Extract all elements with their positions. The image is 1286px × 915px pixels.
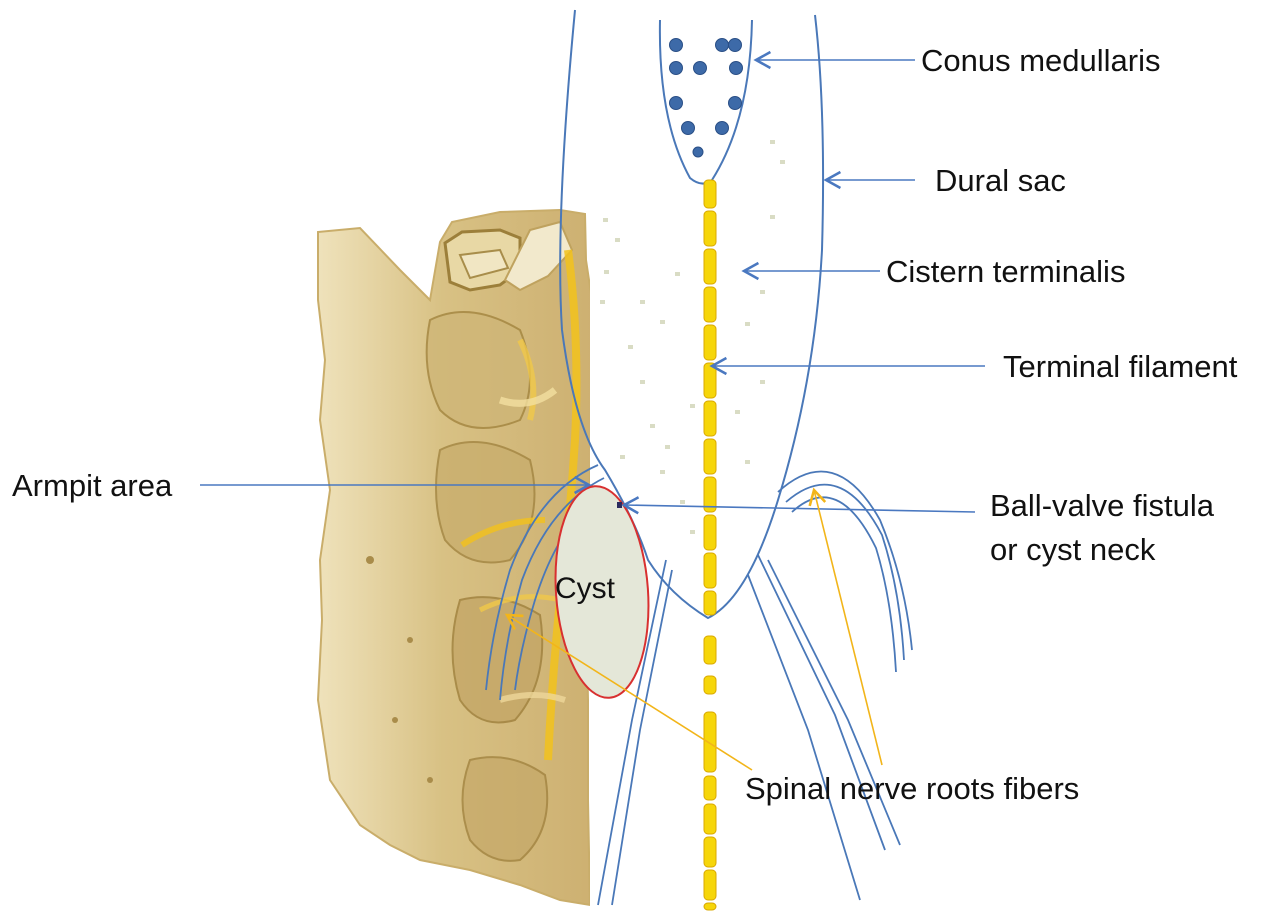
label-cistern-terminalis: Cistern terminalis xyxy=(886,254,1125,289)
csf-speckle xyxy=(603,218,608,222)
filament-segment xyxy=(704,211,716,246)
filament-segment xyxy=(704,870,716,900)
conus-dot xyxy=(729,97,742,110)
conus-dot xyxy=(694,62,707,75)
labels: Conus medullaris Dural sac Cistern termi… xyxy=(12,43,1238,806)
filament-segment xyxy=(704,249,716,284)
csf-speckle xyxy=(770,215,775,219)
filament-segment xyxy=(704,515,716,550)
terminal-filament xyxy=(704,180,716,910)
csf-speckle xyxy=(760,380,765,384)
conus-medullaris xyxy=(660,20,752,184)
filament-segment xyxy=(704,636,716,664)
csf-speckle xyxy=(665,445,670,449)
csf-speckle xyxy=(735,410,740,414)
csf-speckle xyxy=(628,345,633,349)
csf-speckle xyxy=(745,322,750,326)
label-spinal-nerve-roots: Spinal nerve roots fibers xyxy=(745,771,1079,806)
filament-segment xyxy=(704,804,716,834)
conus-dot xyxy=(693,147,703,157)
csf-speckle xyxy=(770,140,775,144)
csf-speckle xyxy=(600,300,605,304)
conus-dot xyxy=(670,97,683,110)
csf-speckle xyxy=(640,380,645,384)
conus-dot xyxy=(670,62,683,75)
csf-speckle xyxy=(780,160,785,164)
conus-dot xyxy=(729,39,742,52)
filament-segment xyxy=(704,325,716,360)
label-dural-sac: Dural sac xyxy=(935,163,1066,198)
conus-dot xyxy=(716,122,729,135)
label-conus-medullaris: Conus medullaris xyxy=(921,43,1161,78)
conus-dot xyxy=(682,122,695,135)
filament-segment xyxy=(704,712,716,772)
conus-dot xyxy=(716,39,729,52)
filament-segment xyxy=(704,676,716,694)
sacrum-bone xyxy=(318,210,594,905)
csf-speckle xyxy=(760,290,765,294)
csf-speckle xyxy=(620,455,625,459)
cyst-neck-mark xyxy=(617,502,622,508)
cyst-label: Cyst xyxy=(555,572,616,605)
csf-speckle xyxy=(660,470,665,474)
csf-speckle xyxy=(690,404,695,408)
filament-segment xyxy=(704,401,716,436)
filament-segment xyxy=(704,553,716,588)
csf-speckle xyxy=(680,500,685,504)
csf-speckle xyxy=(675,272,680,276)
csf-speckle xyxy=(615,238,620,242)
csf-speckle xyxy=(640,300,645,304)
filament-segment xyxy=(704,363,716,398)
label-ball-valve-line2: or cyst neck xyxy=(990,532,1156,567)
csf-speckle xyxy=(745,460,750,464)
conus-dot xyxy=(670,39,683,52)
roots-pointer-right xyxy=(814,490,882,765)
filament-segment xyxy=(704,776,716,800)
label-armpit-area: Armpit area xyxy=(12,468,173,503)
csf-speckles xyxy=(600,140,785,534)
filament-segment xyxy=(704,903,716,910)
label-ball-valve-line1: Ball-valve fistula xyxy=(990,488,1215,523)
filament-segment xyxy=(704,591,716,615)
filament-segment xyxy=(704,439,716,474)
conus-dot xyxy=(730,62,743,75)
filament-segment xyxy=(704,287,716,322)
filament-segment xyxy=(704,180,716,208)
csf-speckle xyxy=(690,530,695,534)
csf-speckle xyxy=(650,424,655,428)
filament-segment xyxy=(704,837,716,867)
csf-speckle xyxy=(604,270,609,274)
csf-speckle xyxy=(660,320,665,324)
label-terminal-filament: Terminal filament xyxy=(1003,349,1238,384)
